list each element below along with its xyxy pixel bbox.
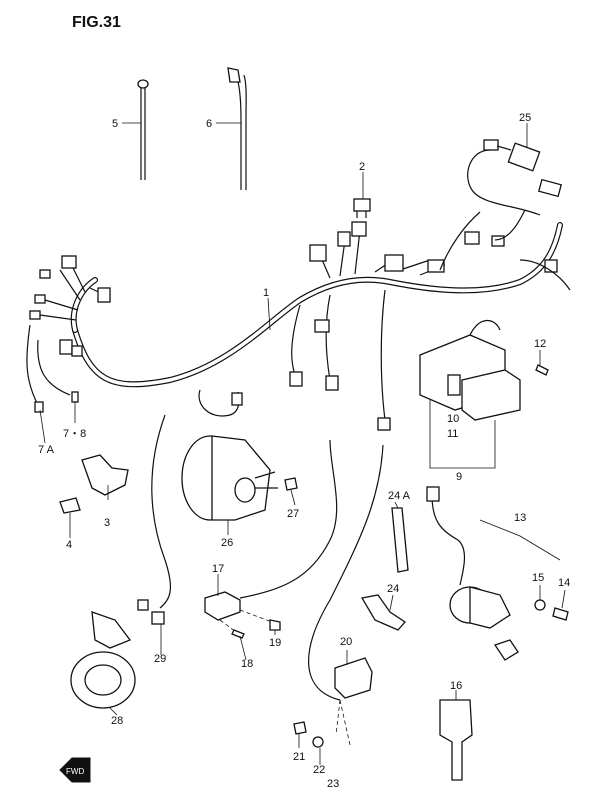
washer-part-22	[312, 736, 324, 748]
label-part-18: 18	[241, 658, 253, 670]
label-part-20: 20	[340, 636, 352, 648]
screw-part-12	[535, 364, 549, 376]
fuse-part-2	[353, 198, 371, 218]
lead-wires-part-7	[26, 324, 79, 413]
main-wiring-harness-part-1	[29, 209, 571, 431]
label-part-6: 6	[206, 118, 212, 130]
switch-part-17	[204, 439, 338, 633]
label-part-22: 22	[313, 764, 325, 776]
cable-tie-part-5	[137, 79, 149, 180]
label-part-27: 27	[287, 508, 299, 520]
horn-assembly-part-26	[181, 435, 278, 521]
horn-part-28	[70, 611, 136, 709]
ignition-switch-part-13	[426, 486, 561, 661]
label-part-24a: 24 A	[388, 490, 411, 502]
label-part-29: 29	[154, 653, 166, 665]
bracket-part-20	[308, 444, 384, 746]
screw-part-14	[552, 607, 569, 621]
nut-part-19	[269, 619, 281, 631]
label-part-4: 4	[66, 539, 72, 551]
label-part-3: 3	[104, 517, 110, 529]
pad-part-4	[59, 497, 81, 514]
label-part-13: 13	[514, 512, 526, 524]
label-part-7a: 7 A	[38, 444, 55, 456]
label-part-2: 2	[359, 161, 365, 173]
label-part-12: 12	[534, 338, 546, 350]
label-part-14: 14	[558, 577, 570, 589]
washer-part-15	[534, 599, 546, 611]
label-part-25: 25	[519, 112, 531, 124]
bracket-part-3	[81, 454, 129, 496]
forward-mark-text: FWD	[66, 767, 84, 776]
label-part-10: 10	[447, 413, 459, 425]
label-part-16: 16	[450, 680, 462, 692]
label-part-1: 1	[263, 287, 269, 299]
label-part-17: 17	[212, 563, 224, 575]
label-part-24: 24	[387, 583, 399, 595]
lead-part-29	[137, 414, 172, 625]
clamp-band-part-6	[227, 67, 247, 190]
part-labels: 5 6 2 25 1 12 10 11 9 7 A 7・8 3 4 26 27 …	[38, 112, 570, 790]
clip-part-24a	[391, 507, 409, 573]
label-part-9: 9	[456, 471, 462, 483]
regulator-unit-part-9	[419, 319, 521, 469]
leader-lines	[39, 122, 566, 765]
forward-direction-mark: FWD	[59, 757, 91, 783]
label-part-5: 5	[112, 118, 118, 130]
screw-part-18	[231, 629, 245, 639]
relay-part-25	[467, 139, 563, 216]
label-part-23: 23	[327, 778, 339, 790]
label-part-11: 11	[447, 428, 458, 440]
label-part-19: 19	[269, 637, 281, 649]
figure-title: FIG.31	[72, 14, 121, 31]
label-part-26: 26	[221, 537, 233, 549]
screw-part-21	[293, 721, 307, 735]
label-part-7-8: 7・8	[63, 428, 86, 440]
label-part-28: 28	[111, 715, 123, 727]
clip-part-24	[360, 594, 406, 631]
label-part-15: 15	[532, 572, 544, 584]
label-part-21: 21	[293, 751, 305, 763]
bolt-part-27	[284, 477, 298, 491]
key-part-16	[439, 699, 473, 781]
